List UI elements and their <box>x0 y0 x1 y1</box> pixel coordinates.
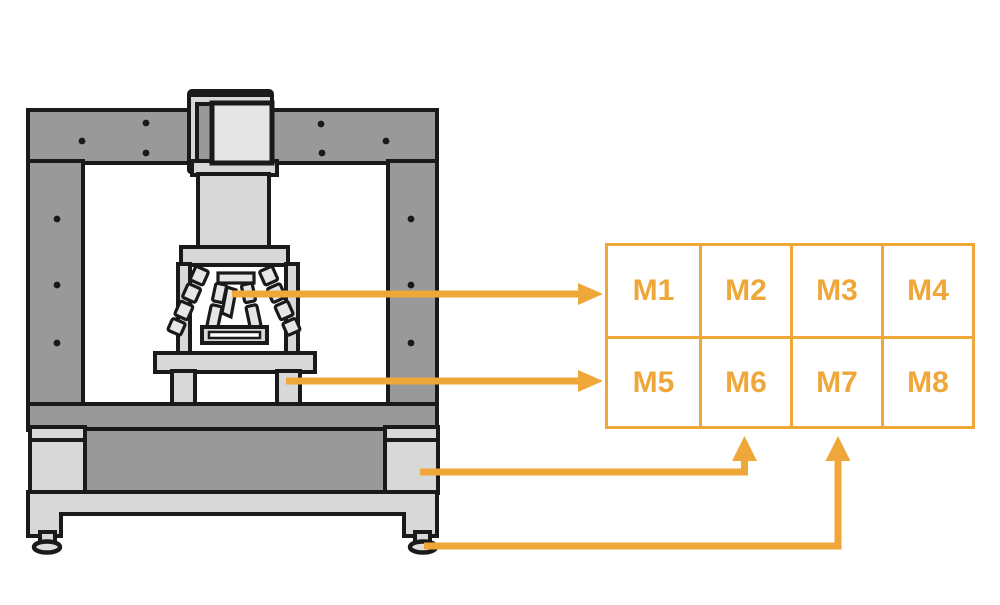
table-top <box>153 351 317 374</box>
arrow-base-to-m6 <box>420 436 757 476</box>
grid-cell-m2: M2 <box>699 246 790 336</box>
specimen-connector <box>216 271 256 285</box>
measurement-grid: M1 M2 M3 M4 M5 M6 M7 M8 <box>605 243 975 429</box>
mid-beam <box>26 402 439 432</box>
arrow-right-icon <box>578 370 603 392</box>
testing-machine <box>26 89 440 555</box>
table-leg-left <box>170 369 197 407</box>
corner-left-block <box>28 438 87 495</box>
grip-top-bar <box>179 245 290 267</box>
specimen-bar-outer-left <box>166 265 210 337</box>
crosshead-block <box>209 100 275 166</box>
bolt-dots <box>53 119 415 347</box>
grid-cell-m7: M7 <box>790 336 881 426</box>
lower-band <box>81 427 389 495</box>
arrow-foot-to-m7 <box>424 436 851 550</box>
specimen-bar-inner-right <box>240 281 263 330</box>
arrow-up-icon <box>732 436 757 461</box>
grid-cell-m8: M8 <box>881 336 972 426</box>
base-frame <box>26 490 439 538</box>
piston <box>196 172 271 252</box>
specimen-bar-inner-left <box>205 281 228 330</box>
grid-cell-m5: M5 <box>608 336 699 426</box>
connector-arrows <box>232 283 851 550</box>
leveling-foot-left <box>31 530 63 555</box>
arrow-table-to-row2 <box>286 370 603 392</box>
grid-cell-m3: M3 <box>790 246 881 336</box>
corner-right-block <box>383 438 440 495</box>
specimen-plate-slot <box>207 330 262 340</box>
arrow-specimen-to-row1 <box>232 283 603 305</box>
table-leg-right <box>275 369 302 407</box>
arrow-right-icon <box>578 283 603 305</box>
arrow-up-icon <box>825 436 851 461</box>
grid-cell-m1: M1 <box>632 274 675 307</box>
grid-cell-m6: M6 <box>699 336 790 426</box>
grid-cell-m4: M4 <box>881 246 972 336</box>
